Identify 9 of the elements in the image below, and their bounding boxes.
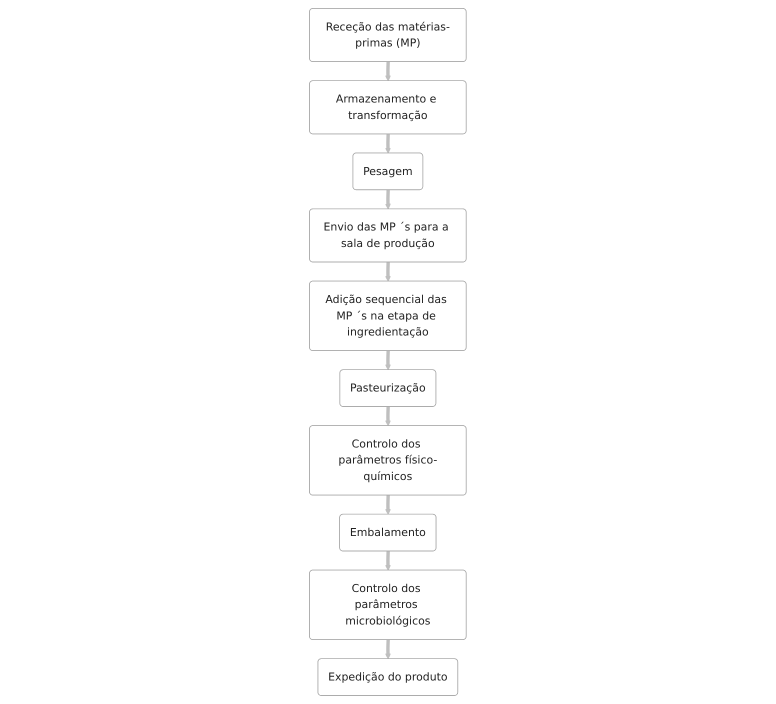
arrow <box>385 350 392 370</box>
arrow <box>385 62 392 82</box>
arrow <box>385 190 392 210</box>
arrow <box>385 262 392 282</box>
arrow <box>385 495 392 515</box>
arrow <box>385 640 392 660</box>
arrow <box>385 551 392 571</box>
arrow <box>385 406 392 426</box>
arrow <box>385 134 392 154</box>
